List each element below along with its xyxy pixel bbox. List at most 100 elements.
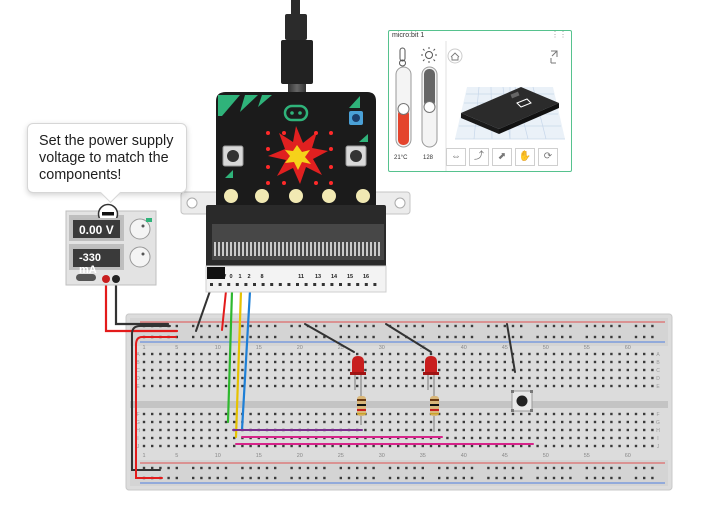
column-number: 10 [215,453,221,459]
gesture-logo-up-icon[interactable]: ⬈ [492,148,512,166]
column-number: 40 [461,345,467,351]
column-number: 50 [543,345,549,351]
temperature-slider[interactable] [395,66,412,148]
row-letter: A [656,352,660,358]
column-number: 50 [543,453,549,459]
column-number: 20 [297,453,303,459]
power-supply-tooltip: Set the power supply voltage to match th… [27,123,187,193]
wire-black-led2 [385,323,432,353]
column-number: 25 [338,453,344,459]
voltage-value: 0.00 V [79,223,114,237]
button-b[interactable] [345,145,367,167]
row-letter: G [136,420,140,426]
current-display: -330 mA [71,247,122,276]
led-1[interactable] [350,356,366,392]
light-icon [421,47,437,63]
gesture-shake-icon[interactable]: ⇔ [446,148,466,166]
wire-black-gnd [195,290,211,332]
column-number: 55 [584,345,590,351]
row-letter: F [136,412,139,418]
led-2[interactable] [423,356,439,392]
gesture-tilt-icon[interactable]: ⤴ [469,148,489,166]
home-icon[interactable] [447,48,463,64]
column-number: 55 [584,453,590,459]
row-letter: B [136,360,140,366]
column-number: 15 [256,345,262,351]
row-letter: I [657,436,658,442]
row-letter: C [656,368,660,374]
row-letter: H [656,428,660,434]
breadboard-holes [142,324,654,480]
thermometer-icon [399,47,406,67]
voltage-display: 0.00 V [71,218,122,240]
light-slider[interactable] [421,66,438,148]
column-number: 60 [625,345,631,351]
tooltip-text: Set the power supply voltage to match th… [39,133,174,183]
edge-connector-pins [214,242,380,256]
column-number: 1 [142,345,145,351]
panel-title: micro:bit 1 [392,32,425,39]
column-number: 25 [338,345,344,351]
row-letter: I [137,436,138,442]
big-pin-pads [224,189,370,203]
pin-label: 11 [298,274,304,280]
wire-red-psu [104,278,179,333]
microbit-board[interactable]: 3V01281113141516 [180,92,411,293]
pin-label: 14 [331,274,338,280]
column-number: 5 [175,453,178,459]
accelerometer-3d-view[interactable] [455,86,565,140]
row-letter: J [137,444,140,450]
pin-label: 1 [238,274,241,280]
button-a[interactable] [222,145,244,167]
row-letter: D [136,376,140,382]
wire-black-button [506,323,516,373]
wire-red-3v [221,290,227,331]
row-letter: C [136,368,140,374]
column-number: 5 [175,345,178,351]
column-number: 60 [625,453,631,459]
row-letter: F [656,412,659,418]
pin-label: 15 [347,274,353,280]
resistor-1[interactable] [357,392,366,425]
wire-black-led1 [304,323,355,353]
wire-black-psu [114,278,170,326]
usb-cable[interactable] [281,0,313,96]
drag-handle-icon[interactable]: ⋮⋮ [551,30,567,39]
column-number: 10 [215,345,221,351]
column-number: 15 [256,453,262,459]
column-number: 1 [142,453,145,459]
wire-blue [240,289,252,432]
column-number: 35 [420,453,426,459]
row-letter: B [656,360,660,366]
row-letter: H [136,428,140,434]
pin-label: 16 [363,274,369,280]
pin-label: 0 [229,274,232,280]
wires[interactable] [104,278,534,479]
gesture-freefall-icon[interactable]: ⟳ [538,148,558,166]
current-value: -330 mA [79,252,102,276]
pin-label: 2 [247,274,250,280]
wire-black-left [131,325,171,471]
temperature-value: 21°C [394,155,408,161]
row-letter: G [656,420,660,426]
gesture-face-icon[interactable]: ✋ [515,148,535,166]
column-numbers: 1155101015152020252530303535404045455050… [142,345,630,459]
column-number: 40 [461,453,467,459]
row-letter: E [656,384,660,390]
pushbutton[interactable] [511,390,533,412]
wire-yellow [234,289,243,439]
microbit-simulator-panel[interactable]: micro:bit 1 ⋮⋮ [388,30,572,172]
light-value: 128 [423,155,434,161]
breadboard[interactable]: 1155101015152020252530303535404045455050… [125,313,673,491]
column-number: 30 [379,453,385,459]
resistor-2[interactable] [430,392,439,432]
column-number: 20 [297,345,303,351]
rotate-icon[interactable] [550,50,558,64]
row-letter: A [136,352,140,358]
wire-red-left [135,336,177,479]
column-number: 45 [502,453,508,459]
led-matrix-star-icon [266,126,333,185]
sim-panel-graphics [395,41,565,171]
